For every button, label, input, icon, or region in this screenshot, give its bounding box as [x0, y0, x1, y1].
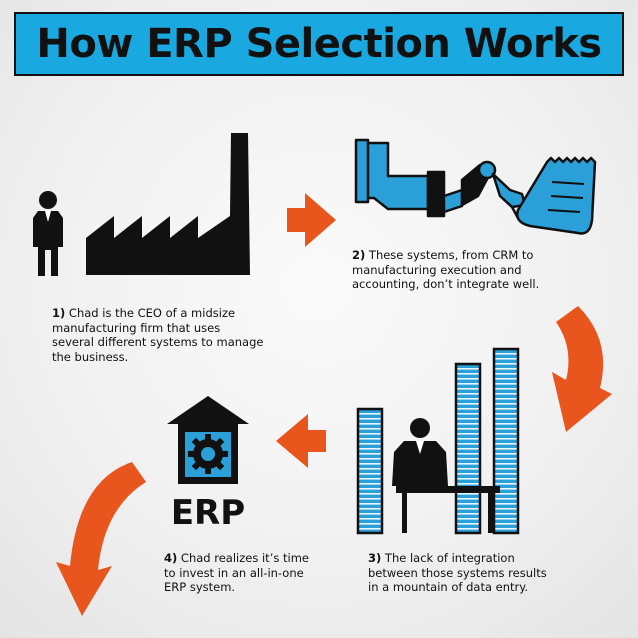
step-2-text: 2) These systems, from CRM to manufactur… — [352, 248, 539, 292]
arrow-right-icon — [287, 193, 336, 247]
person-at-desk-icon — [392, 418, 500, 533]
step-2-line: accounting, don’t integrate well. — [352, 277, 540, 291]
arrow-left-icon — [276, 414, 326, 468]
curved-arrow-down-icon — [552, 306, 612, 432]
step-4-number: 4) — [164, 551, 178, 565]
erp-label: ERP — [170, 493, 246, 533]
step-4-line: Chad realizes it’s time — [180, 551, 309, 565]
step-3-line: The lack of integration — [384, 551, 515, 565]
step-4-line: ERP system. — [164, 580, 236, 594]
step-3-number: 3) — [368, 551, 382, 565]
step-1-line: the business. — [52, 349, 129, 364]
title-banner: How ERP Selection Works — [14, 12, 624, 76]
step-3-text: 3) The lack of integration between those… — [368, 551, 547, 595]
curved-arrow-down-left-icon — [56, 462, 146, 616]
step-2-line: manufacturing execution and — [352, 262, 522, 277]
robot-arm-icon — [354, 138, 533, 219]
step-1-line: several different systems to manage — [52, 335, 264, 349]
step-1-line: Chad is the CEO of a midsize — [68, 306, 236, 320]
erp-house-gear-icon — [167, 396, 249, 484]
paper-stack-icon — [356, 347, 520, 535]
paper-receipt-icon — [516, 156, 597, 235]
step-2-number: 2) — [352, 248, 366, 262]
step-4-line: to invest in an all-in-one — [164, 565, 304, 580]
step-1-number: 1) — [52, 306, 66, 320]
step-2-line: These systems, from CRM to — [368, 248, 534, 262]
page-title: How ERP Selection Works — [36, 21, 602, 67]
step-4-text: 4) Chad realizes it’s time to invest in … — [164, 551, 309, 595]
step-3-line: in a mountain of data entry. — [368, 580, 529, 594]
step-3-line: between those systems results — [368, 565, 547, 580]
step-1-text: 1) Chad is the CEO of a midsize manufact… — [52, 306, 263, 364]
step-1-line: manufacturing firm that uses — [52, 320, 221, 335]
factory-icon — [86, 133, 250, 275]
businessman-icon — [33, 191, 63, 276]
